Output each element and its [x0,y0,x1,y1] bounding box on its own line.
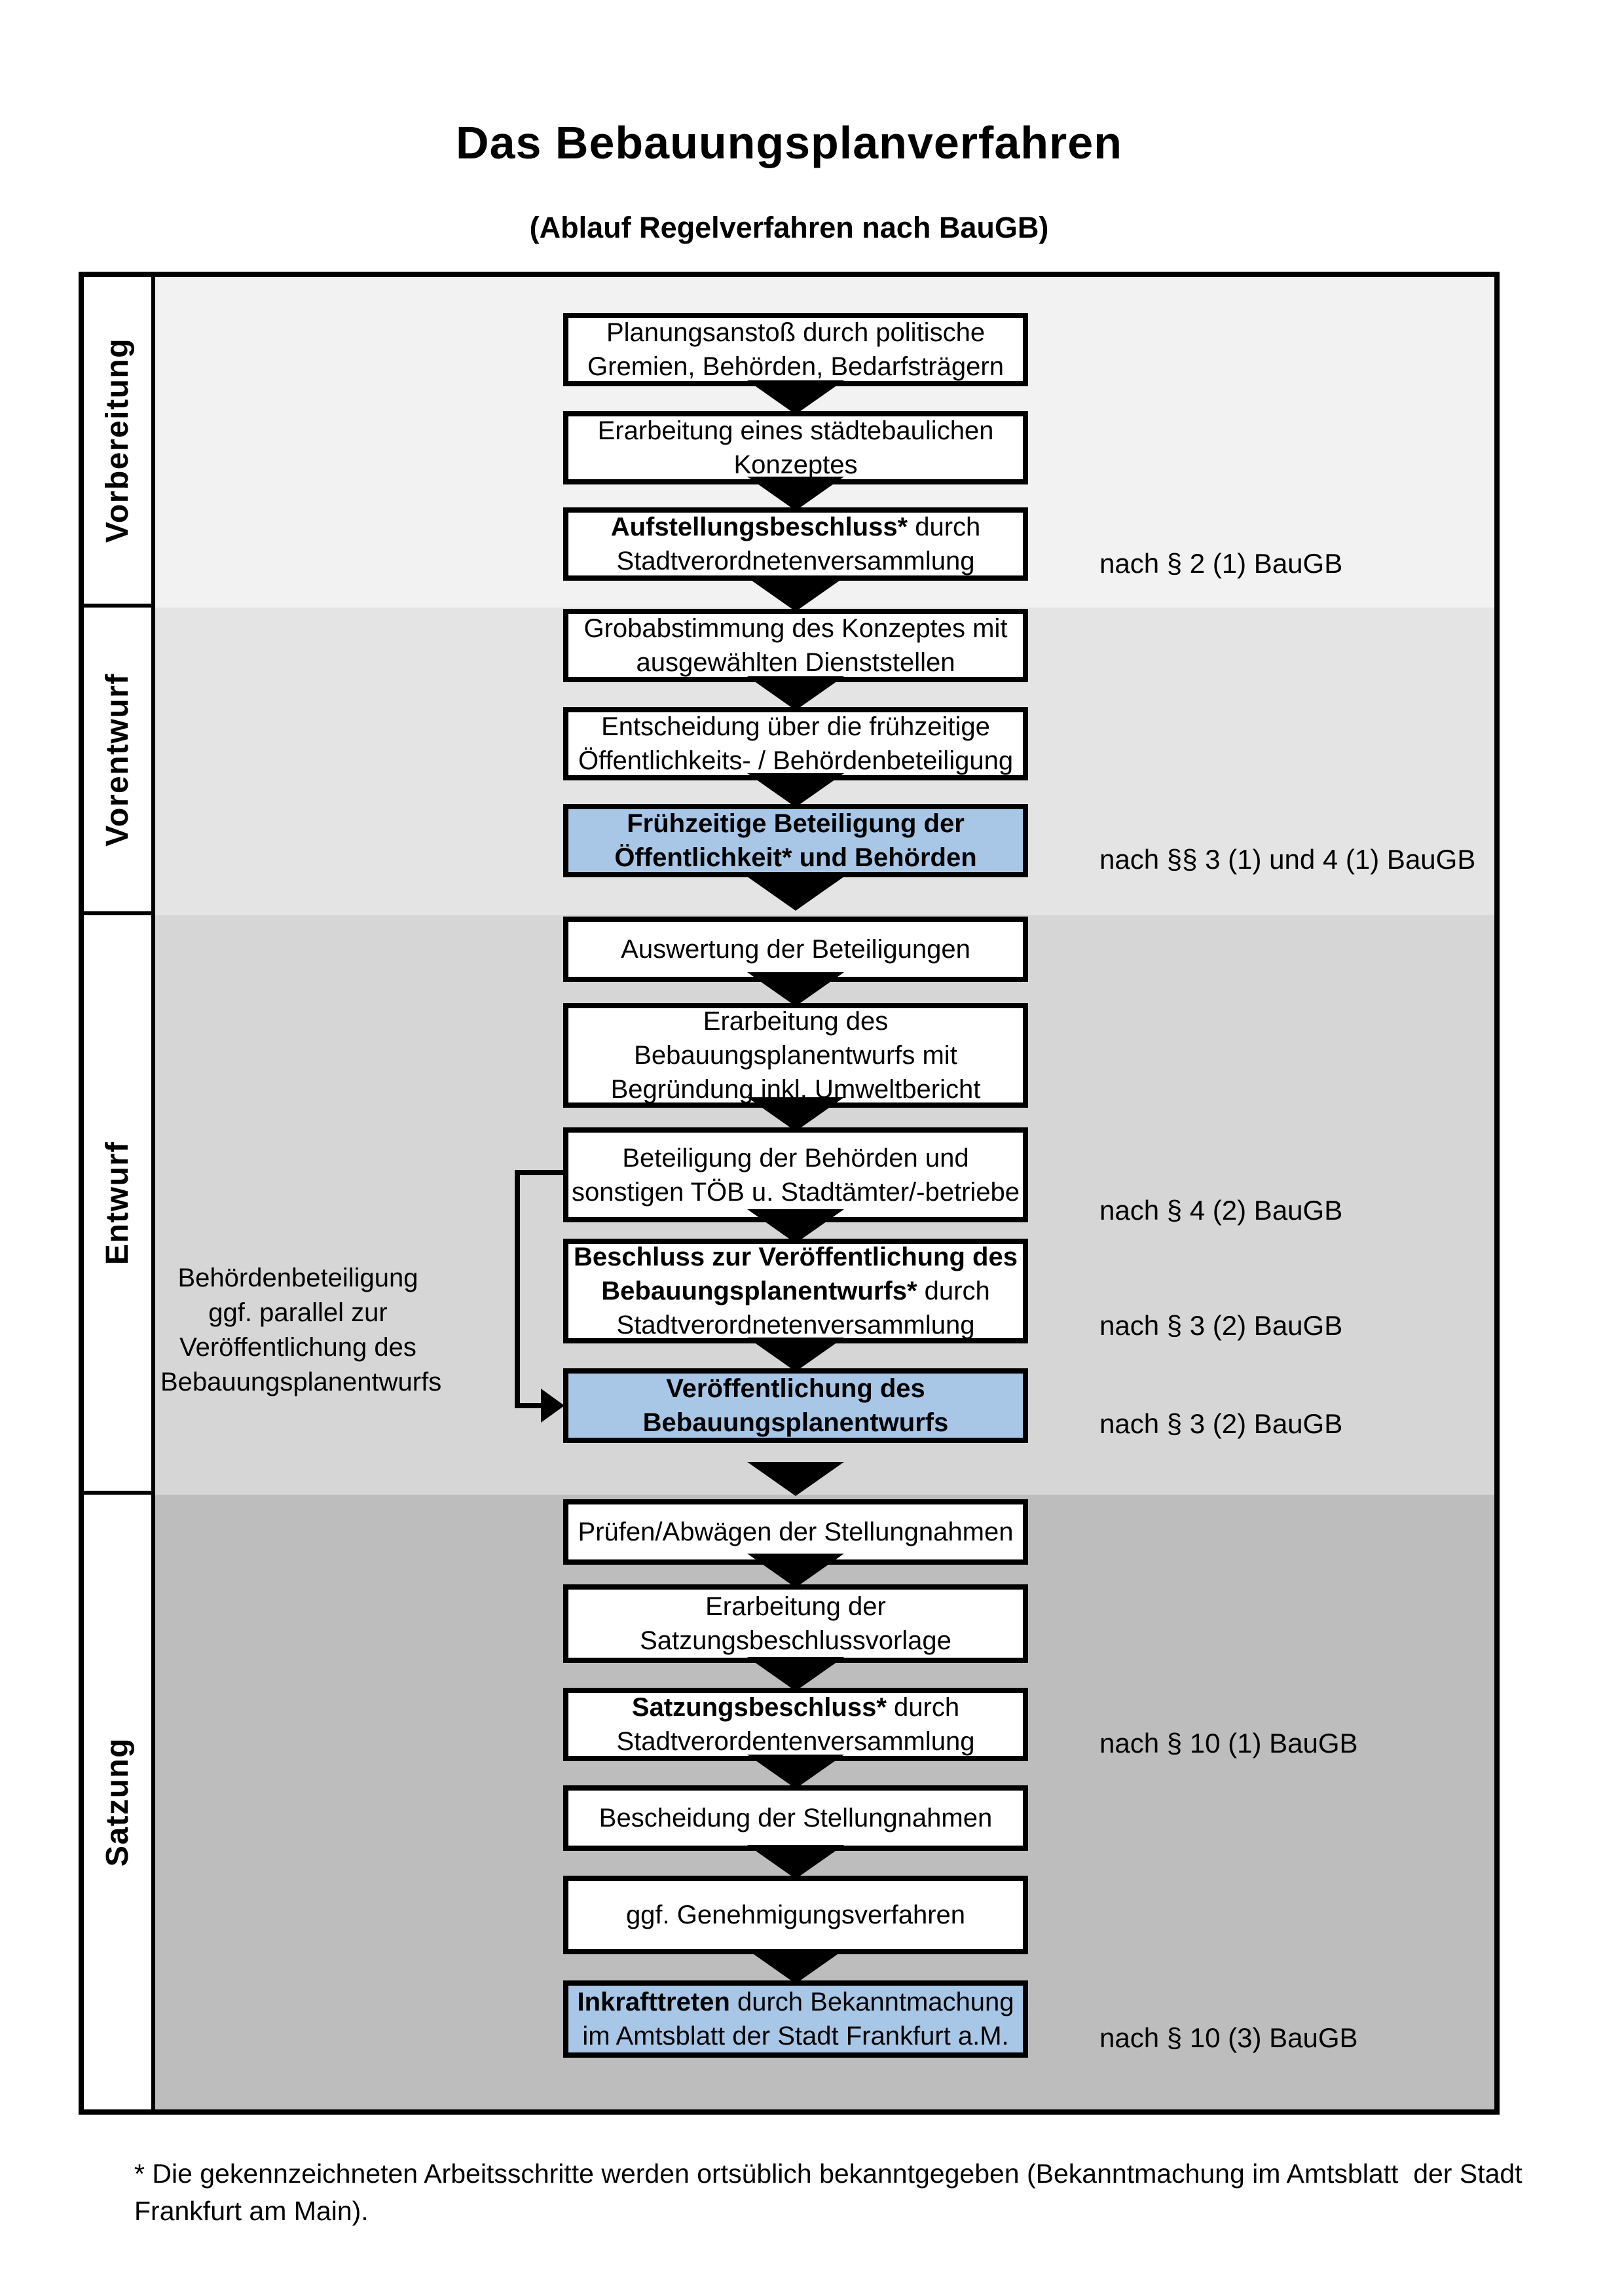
step-box-satzungsbeschluss: Satzungsbeschluss* durch Stadtverordente… [563,1688,1028,1761]
step-line: sonstigen TÖB u. Stadtämter/-betriebe [571,1177,1020,1207]
flow-content-area: Planungsanstoß durch politische Gremien,… [155,277,1494,2109]
step-line: Konzeptes [733,450,858,479]
step-line: Öffentlichkeit* und Behörden [614,843,977,872]
phase-label-satzung: Satzung [84,1495,151,2109]
phase-label-text: Vorentwurf [100,672,135,847]
page-title: Das Bebauungsplanverfahren [456,117,1122,168]
step-box-konzept: Erarbeitung eines städtebaulichen Konzep… [563,411,1028,484]
step-line: Erarbeitung des [703,1007,889,1036]
step-box-entscheidung: Entscheidung über die frühzeitige Öffent… [563,707,1028,780]
legal-ref-satzungsbeschluss: nach § 10 (1) BauGB [1099,1728,1358,1758]
legal-ref-beschluss-veroeffentlichung: nach § 3 (2) BauGB [1099,1310,1343,1341]
step-line: im Amtsblatt der Stadt Frankfurt a.M. [582,2022,1009,2050]
step-box-bescheidung: Bescheidung der Stellungnahmen [563,1785,1028,1851]
step-line: Bescheidung der Stellungnahmen [599,1804,993,1832]
phase-label-text: Entwurf [100,1140,136,1266]
step-line: Satzungsbeschluss* durch [631,1693,960,1722]
legal-ref-inkrafttreten: nach § 10 (3) BauGB [1099,2022,1358,2053]
side-note-behoerdenbeteiligung: Behördenbeteiligung ggf. parallel zur Ve… [160,1261,442,1400]
step-line: Erarbeitung eines städtebaulichen [597,416,994,445]
legal-ref-veroeffentlichung: nach § 3 (2) BauGB [1099,1408,1343,1439]
footnote-line: * Die gekennzeichneten Arbeitsschritte w… [134,2159,1522,2189]
flow-arrow-down [747,1554,844,1588]
process-diagram-frame: Vorbereitung Vorentwurf Entwurf Satzung … [79,272,1500,2115]
legal-ref-aufstellungsbeschluss: nach § 2 (1) BauGB [1099,548,1343,579]
step-box-veroeffentlichung: Veröffentlichung des Bebauungsplanentwur… [563,1368,1028,1443]
step-line: Auswertung der Beteiligungen [621,935,970,964]
flow-arrow-down [747,1209,844,1243]
step-line: Bebauungsplanentwurfs* durch [601,1277,990,1305]
legal-ref-fruehzeitige-beteiligung: nach §§ 3 (1) und 4 (1) BauGB [1099,844,1476,875]
step-line: Grobabstimmung des Konzeptes mit [583,614,1008,643]
side-note-line: Bebauungsplanentwurfs [160,1368,442,1396]
step-line: Prüfen/Abwägen der Stellungnahmen [578,1518,1014,1546]
connector-behoerdenbeteiligung-bottom [515,1403,544,1408]
step-line: Öffentlichkeits- / Behördenbeteiligung [578,746,1014,775]
flow-arrow-down [747,1097,844,1131]
phase-label-text: Satzung [100,1737,135,1867]
side-note-line: ggf. parallel zur [208,1298,388,1327]
flow-arrow-down [747,676,844,710]
step-line: Gremien, Behörden, Bedarfsträgern [587,352,1004,381]
step-box-beteiligung-behoerden: Beteiligung der Behörden und sonstigen T… [563,1127,1028,1222]
flow-arrow-down [747,577,844,611]
legal-ref-beteiligung-behoerden: nach § 4 (2) BauGB [1099,1195,1343,1226]
step-box-inkrafttreten: Inkrafttreten durch Bekanntmachung im Am… [563,1980,1028,2058]
phase-label-text: Vorbereitung [100,337,135,543]
step-line: Stadtverordnetenversammlung [616,547,975,575]
flow-arrow-down [747,477,844,511]
step-line: Frühzeitige Beteiligung der [627,809,965,838]
phase-label-vorbereitung: Vorbereitung [84,277,151,608]
flow-arrow-down [747,773,844,807]
step-line: Bebauungsplanentwurfs mit [634,1041,957,1070]
footnote: * Die gekennzeichneten Arbeitsschritte w… [134,2155,1542,2230]
connector-behoerdenbeteiligung-top [515,1170,563,1175]
step-line: Satzungsbeschlussvorlage [640,1626,951,1655]
step-line: Beschluss zur Veröffentlichung des [574,1243,1018,1271]
footnote-line: Frankfurt am Main). [134,2196,369,2226]
step-line: Erarbeitung der [705,1592,886,1621]
step-line: Planungsanstoß durch politische [606,318,986,347]
flow-arrow-down [747,1657,844,1691]
step-line: Aufstellungsbeschluss* durch [610,513,981,541]
step-box-genehmigung: ggf. Genehmigungsverfahren [563,1876,1028,1954]
flow-arrow-down [747,972,844,1006]
side-note-line: Behördenbeteiligung [177,1264,418,1292]
side-note-line: Veröffentlichung des [179,1333,416,1362]
step-line: ggf. Genehmigungsverfahren [625,1901,966,1929]
page-subtitle: (Ablauf Regelverfahren nach BauGB) [529,211,1049,244]
step-line: Entscheidung über die frühzeitige [601,712,990,741]
step-line: ausgewählten Dienststellen [636,648,955,677]
step-line: Inkrafttreten durch Bekanntmachung [577,1988,1014,2016]
step-box-grobabstimmung: Grobabstimmung des Konzeptes mit ausgewä… [563,609,1028,682]
step-line: Bebauungsplanentwurfs [642,1408,949,1437]
phase-label-column: Vorbereitung Vorentwurf Entwurf Satzung [84,277,155,2109]
flow-arrow-down [747,877,844,911]
phase-label-vorentwurf: Vorentwurf [84,608,151,915]
step-line: Beteiligung der Behörden und [622,1143,969,1173]
step-box-satzungsvorlage: Erarbeitung der Satzungsbeschlussvorlage [563,1584,1028,1663]
step-line: Veröffentlichung des [666,1374,925,1403]
flow-arrow-down [747,1462,844,1496]
step-line: Stadtverordnetenversammlung [616,1311,975,1339]
step-box-beschluss-veroeffentlichung: Beschluss zur Veröffentlichung des Bebau… [563,1239,1028,1343]
connector-arrowhead-right [541,1389,564,1423]
step-box-aufstellungsbeschluss: Aufstellungsbeschluss* durch Stadtverord… [563,507,1028,581]
phase-label-entwurf: Entwurf [84,915,151,1495]
flow-arrow-down [747,1755,844,1789]
step-box-fruehzeitige-beteiligung: Frühzeitige Beteiligung der Öffentlichke… [563,804,1028,877]
flow-arrow-down [747,380,844,414]
flow-arrow-down [747,1950,844,1984]
step-box-planungsanstoss: Planungsanstoß durch politische Gremien,… [563,313,1028,386]
connector-behoerdenbeteiligung-vertical [515,1170,520,1408]
step-box-erarbeitung-entwurf: Erarbeitung des Bebauungsplanentwurfs mi… [563,1003,1028,1108]
flow-arrow-down [747,1338,844,1372]
flow-arrow-down [747,1845,844,1879]
step-line: Stadtverordentenversammlung [616,1727,975,1756]
